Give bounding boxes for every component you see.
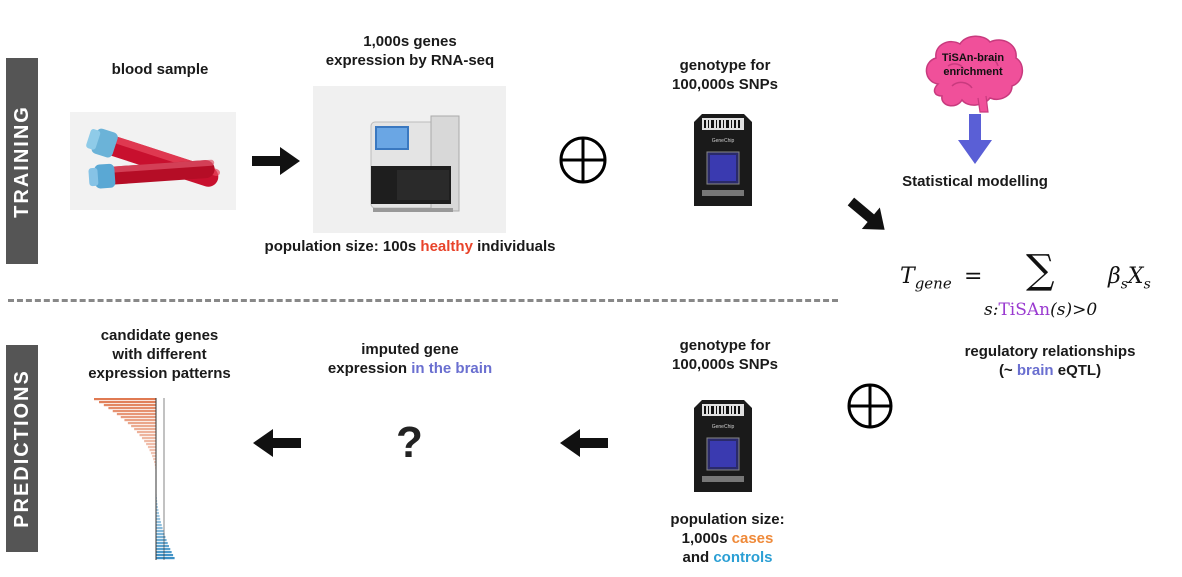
blood-sample-label: blood sample — [111, 61, 209, 78]
expression-bar — [156, 512, 159, 515]
expression-bar — [156, 503, 158, 506]
arrow-diagonal — [847, 197, 885, 230]
predictions-population-label: population size: 1,000s cases and contro… — [670, 511, 785, 566]
chip-brand-text: GeneChip — [712, 138, 735, 144]
expression-bar — [144, 440, 156, 443]
expression-bar — [156, 530, 164, 533]
training-population-label: population size: 100s healthy individual… — [264, 238, 556, 255]
formula-condition: s:TiSAn(s)>0 — [984, 300, 1098, 320]
predictions-label-text: PREDICTIONS — [10, 369, 33, 528]
expression-bar — [156, 518, 161, 521]
expression-bar — [152, 455, 156, 458]
cases-highlight: cases — [731, 530, 774, 547]
expression-bar — [146, 443, 156, 446]
genechip-image-2: GeneChip — [694, 400, 752, 492]
expression-bar — [156, 521, 161, 524]
chip-brand-text-2: GeneChip — [712, 424, 735, 430]
plus-circle-icon — [559, 136, 607, 184]
healthy-highlight: healthy — [420, 238, 473, 255]
formula-rhs: βsXs — [1108, 264, 1151, 293]
expression-bar — [156, 539, 167, 542]
question-mark: ? — [396, 418, 423, 467]
expression-bar — [108, 407, 156, 410]
expression-bar — [94, 398, 156, 401]
expression-bar — [156, 545, 169, 548]
expression-bar — [156, 548, 171, 551]
expression-bar — [120, 416, 156, 419]
brain-icon — [918, 32, 1028, 114]
expression-bar — [154, 461, 156, 464]
sequencer-image — [313, 86, 506, 233]
genechip-image: GeneChip — [694, 114, 752, 206]
formula-lhs: Tgene — [900, 264, 952, 293]
brain-highlight: brain — [1016, 362, 1054, 379]
expression-bar — [156, 554, 174, 557]
brain-enrichment-label: TiSAn-brain enrichment — [941, 52, 1005, 78]
expression-bar — [134, 428, 156, 431]
blood-tubes-image — [70, 112, 236, 210]
formula-sum: ∑ — [1026, 247, 1055, 293]
predictions-section-label: PREDICTIONS — [6, 345, 38, 552]
arrow-down-blue — [958, 114, 992, 164]
statistical-modelling-label: Statistical modelling — [902, 173, 1048, 190]
expression-bar — [124, 419, 156, 422]
expression-bar — [99, 401, 156, 404]
expression-bar — [141, 437, 156, 440]
expression-bar — [156, 524, 162, 527]
arrow-left-1 — [253, 429, 301, 457]
expression-bar — [156, 515, 160, 518]
plus-circle-icon-2 — [847, 383, 893, 429]
rnaseq-label: 1,000s genes expression by RNA-seq — [325, 33, 495, 69]
training-section-label: TRAINING — [6, 58, 38, 264]
arrow-right-1 — [252, 147, 300, 175]
expression-bar — [103, 404, 156, 407]
controls-highlight: controls — [713, 549, 773, 566]
training-genotype-label: genotype for 100,000s SNPs — [672, 57, 778, 93]
predictions-genotype-label: genotype for 100,000s SNPs — [672, 337, 778, 373]
arrow-left-2 — [560, 429, 608, 457]
expression-bar — [156, 500, 158, 503]
expression-bar — [139, 434, 156, 437]
expression-bar — [131, 425, 156, 428]
expression-bar — [136, 431, 156, 434]
expression-bar — [116, 413, 156, 416]
expression-bar — [153, 458, 156, 461]
training-label-text: TRAINING — [10, 104, 33, 218]
imputed-expression-label: imputed gene expression in the brain — [327, 341, 493, 377]
expression-bar — [156, 509, 159, 512]
section-divider — [8, 299, 838, 302]
expression-bar — [150, 452, 156, 455]
expression-bar — [156, 557, 175, 560]
expression-bar — [156, 536, 166, 539]
formula-equals: = — [964, 264, 983, 289]
expression-bar — [154, 464, 156, 467]
expression-bar — [156, 542, 168, 545]
in-the-brain-highlight: in the brain — [411, 360, 493, 377]
expression-bar — [156, 533, 165, 536]
expression-bar — [149, 449, 156, 452]
expression-bar — [127, 422, 156, 425]
expression-bar — [112, 410, 156, 413]
expression-pattern-chart — [94, 398, 175, 560]
expression-bar — [156, 506, 158, 509]
expression-bar — [147, 446, 156, 449]
regulatory-relationships-label: regulatory relationships (~ brain eQTL) — [964, 343, 1136, 379]
candidate-genes-label: candidate genes with different expressio… — [88, 327, 231, 382]
expression-bar — [156, 527, 163, 530]
